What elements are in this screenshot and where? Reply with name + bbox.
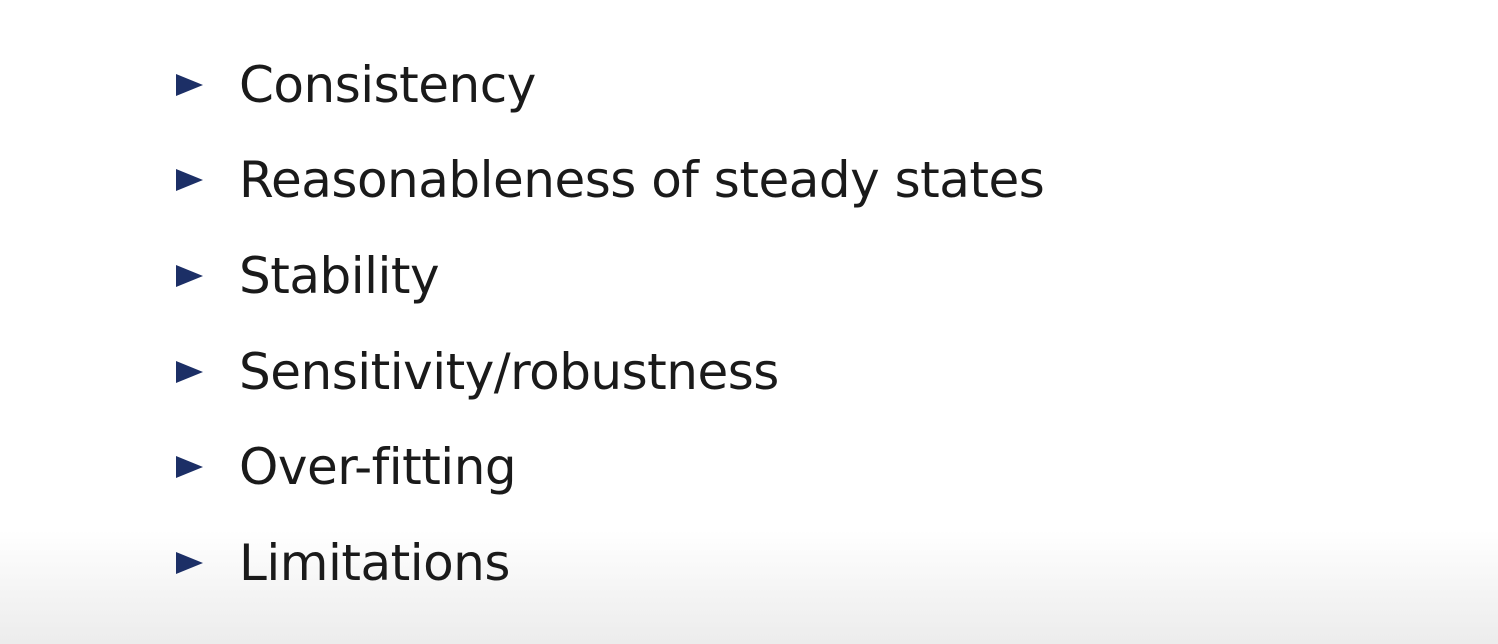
triangle-right-icon <box>176 73 203 96</box>
list-item: Over-fitting <box>176 419 1044 515</box>
list-item: Reasonableness of steady states <box>176 133 1045 229</box>
bullet-text: Over-fitting <box>239 438 517 497</box>
triangle-right-icon <box>176 169 203 192</box>
triangle-right-icon <box>176 551 203 574</box>
bullet-text: Limitations <box>239 533 510 592</box>
list-item: Stability <box>176 228 1044 324</box>
bullet-text: Consistency <box>239 55 536 114</box>
bullet-text: Sensitivity/robustness <box>239 342 779 401</box>
bullet-text: Stability <box>239 246 440 305</box>
triangle-right-icon <box>176 264 203 287</box>
triangle-right-icon <box>176 360 203 383</box>
list-item: Consistency <box>176 37 1044 133</box>
list-item: Sensitivity/robustness <box>176 324 1044 420</box>
list-item: Limitations <box>176 515 1044 611</box>
bullet-list: Consistency Reasonableness of steady sta… <box>176 37 1045 611</box>
bullet-text: Reasonableness of steady states <box>239 151 1045 210</box>
triangle-right-icon <box>176 456 203 479</box>
